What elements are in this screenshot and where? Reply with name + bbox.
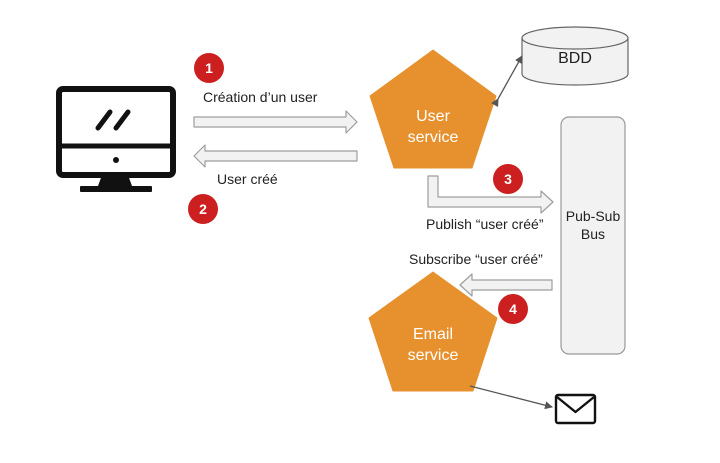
- email-service-shape: [368, 271, 498, 392]
- db-connection-line: [491, 55, 523, 108]
- user-service-label-line-1: User: [416, 108, 450, 125]
- pubsub-bus-box: [560, 116, 626, 355]
- edge-label-create-user: Création d’un user: [203, 89, 318, 105]
- arrow-subscribe: [459, 273, 553, 297]
- step-badge-4: 4: [509, 301, 517, 317]
- edge-label-user-created: User créé: [217, 171, 278, 187]
- user-service-shape: [369, 49, 497, 169]
- step-badge-1-circle: [194, 53, 224, 83]
- step-badge-3-circle: [493, 164, 523, 194]
- database-label: BDD: [558, 50, 592, 67]
- mail-connection-line: [469, 385, 553, 410]
- edge-label-publish: Publish “user créé”: [426, 216, 544, 232]
- arrow-user-created: [193, 144, 358, 168]
- step-badge-1: 1: [205, 60, 213, 76]
- computer-monitor-icon: [56, 86, 176, 192]
- database-cylinder-icon: [521, 26, 629, 86]
- arrow-publish: [427, 175, 554, 214]
- email-service-label: Email service: [408, 324, 459, 366]
- step-badge-4-circle: [498, 294, 528, 324]
- step-badge-2: 2: [199, 201, 207, 217]
- pubsub-bus-label-line-1: Pub-Sub: [565, 208, 621, 224]
- pubsub-bus-label-line-2: Bus: [580, 226, 606, 242]
- step-badge-2-circle: [188, 194, 218, 224]
- envelope-icon: [554, 393, 597, 425]
- user-service-label: User service: [408, 106, 459, 148]
- email-service-label-line-1: Email: [412, 326, 453, 343]
- arrow-create-user: [193, 110, 358, 134]
- user-service-label-line-2: service: [407, 129, 459, 146]
- step-badge-3: 3: [504, 171, 512, 187]
- email-service-label-line-2: service: [407, 347, 459, 364]
- pubsub-bus-label: Pub-Sub Bus: [566, 207, 620, 243]
- edge-label-subscribe: Subscribe “user créé”: [409, 251, 543, 267]
